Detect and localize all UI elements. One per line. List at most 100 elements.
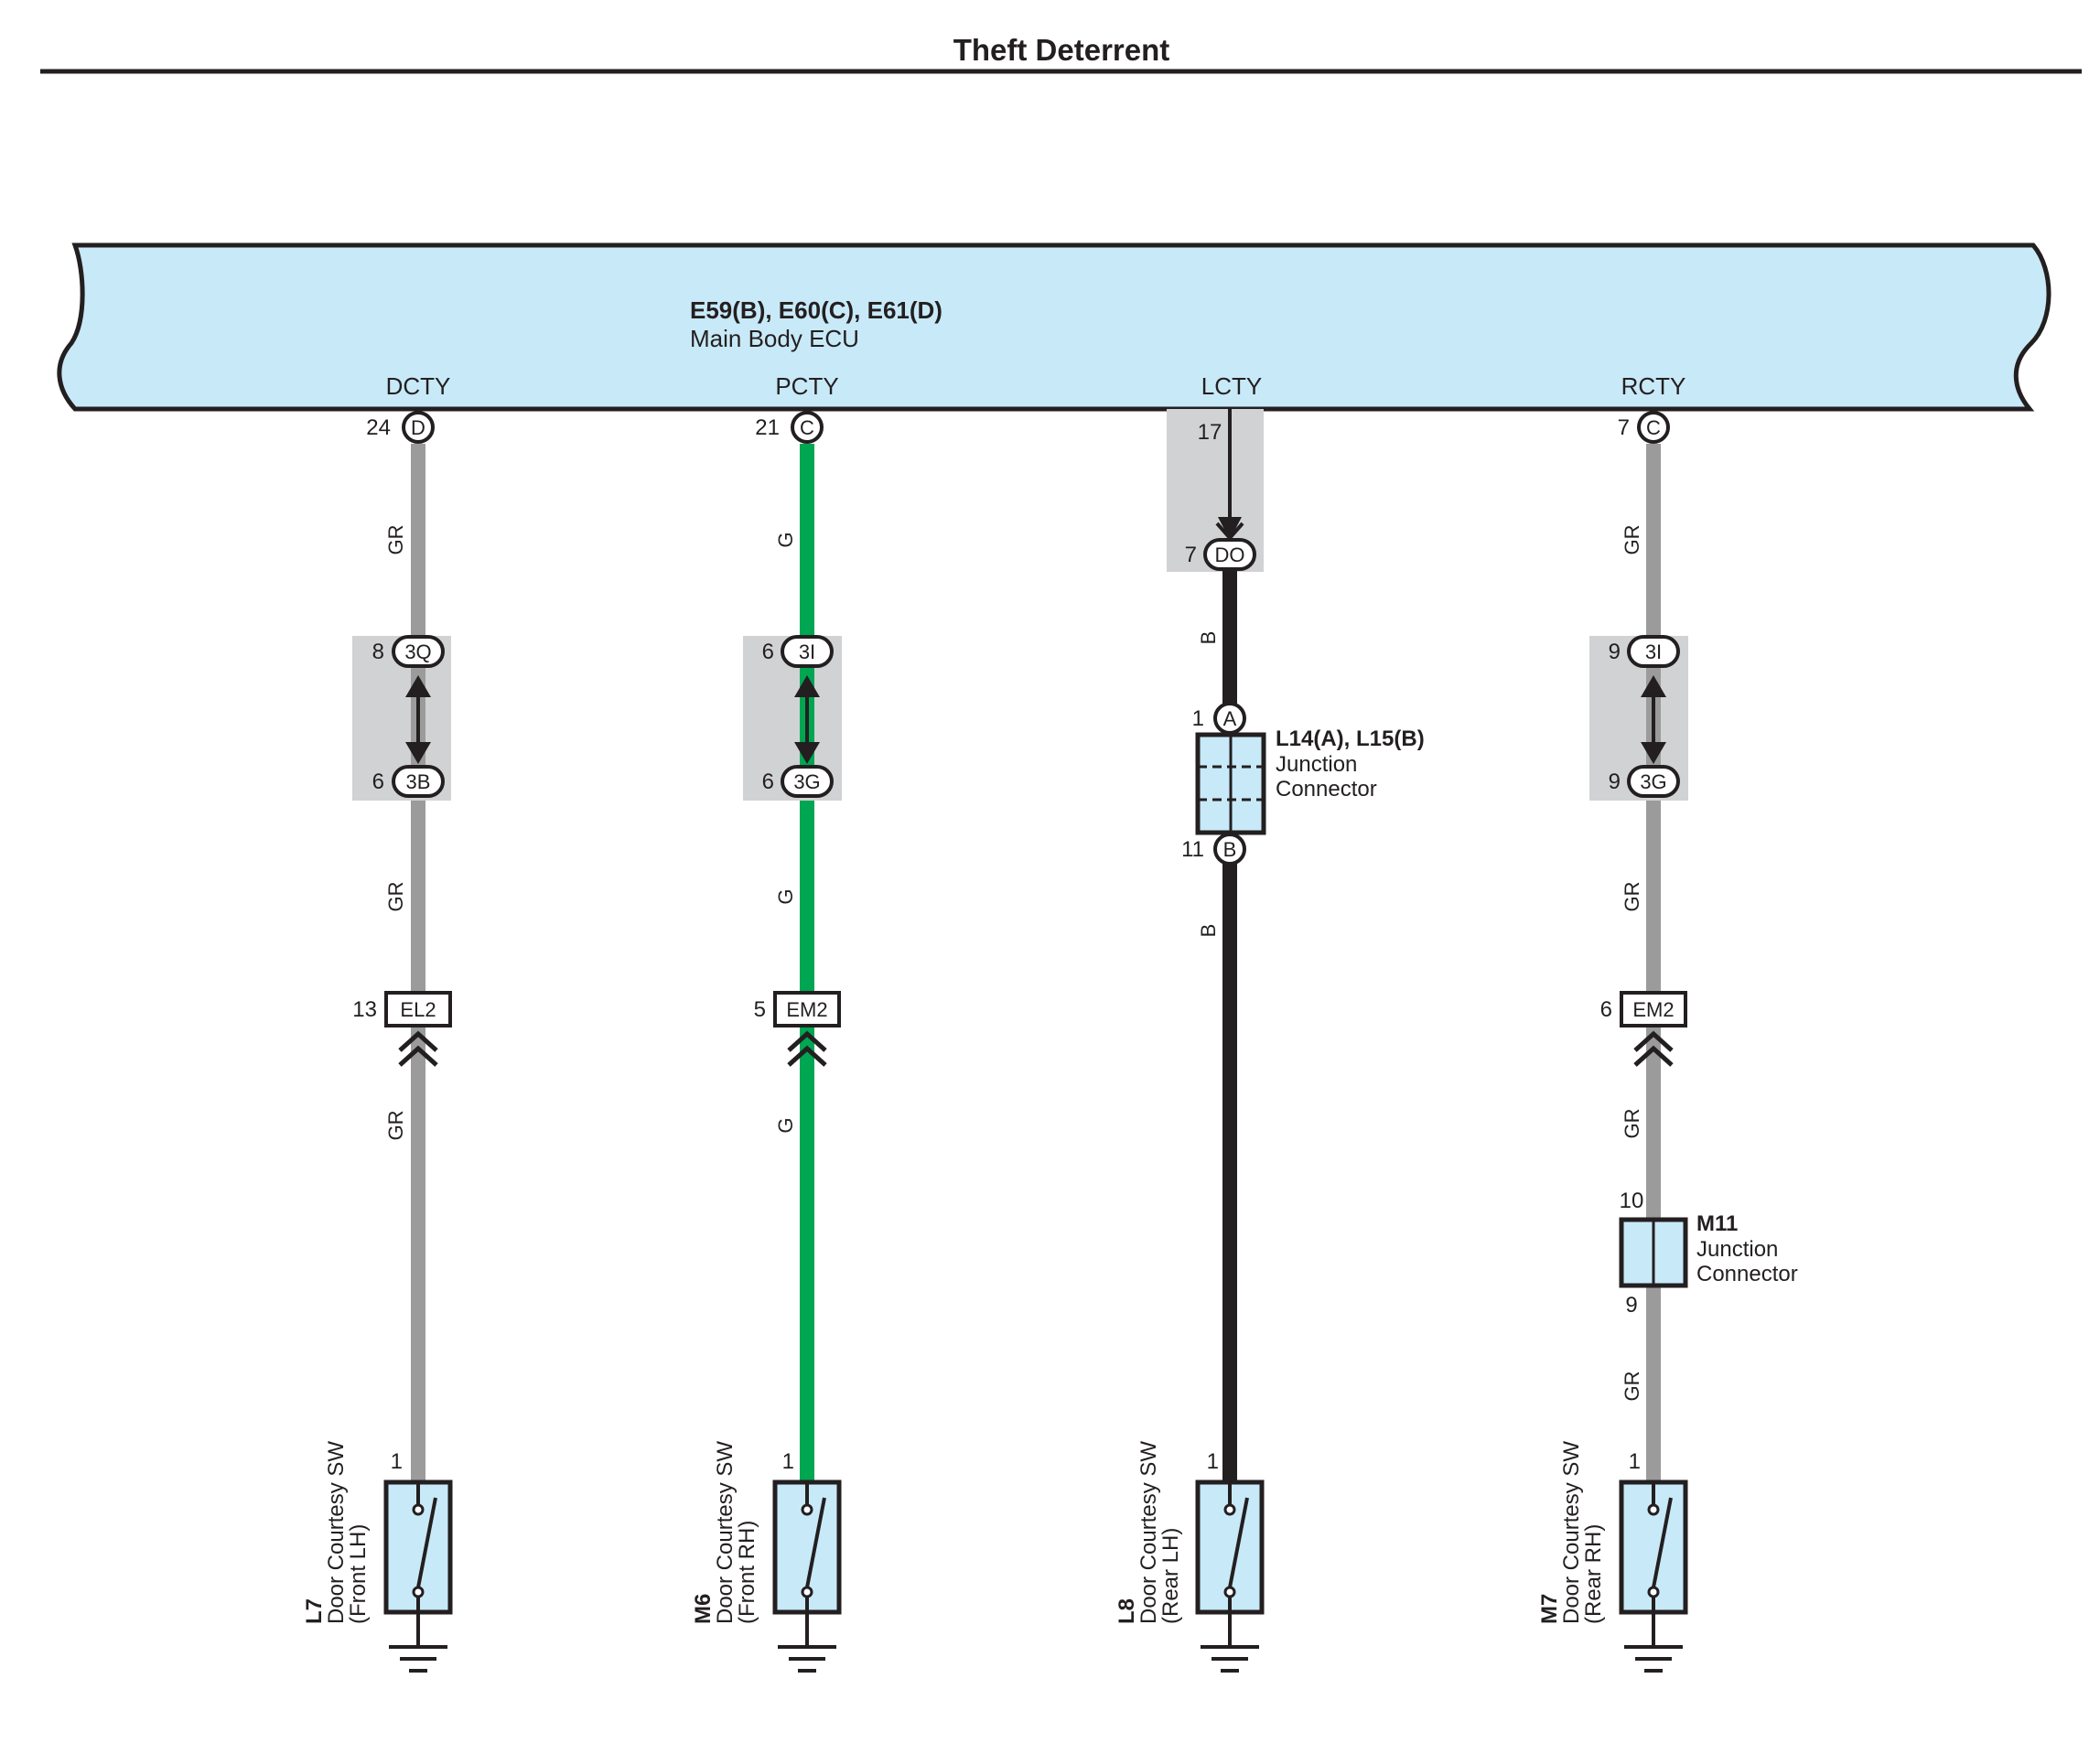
junction-id: M11 <box>1696 1211 1738 1236</box>
inline-connector-id: EL2 <box>400 998 436 1021</box>
connector-id: 3I <box>1645 640 1662 663</box>
connector-pin: 8 <box>372 640 384 664</box>
switch-pin: 1 <box>391 1449 403 1474</box>
ecu-pin-number: 21 <box>755 415 780 440</box>
switch-contact <box>1647 1503 1660 1516</box>
switch-label: M6 Door Courtesy SW (Front RH) <box>691 1441 759 1624</box>
diagram-title: Theft Deterrent <box>953 33 1170 67</box>
switch-contact <box>1223 1503 1236 1516</box>
switch-id: M7 <box>1537 1594 1562 1624</box>
wire-color-label: B <box>1197 631 1220 645</box>
arrow-head-up <box>1641 675 1666 697</box>
junction-name-line2: Connector <box>1276 777 1377 802</box>
circuit-pcty: PCTY C 21 G G G 3I 6 3G 6 EM2 5 1 <box>691 372 842 1673</box>
ground-icon <box>1624 1645 1683 1673</box>
ecu-terminal-label: LCTY <box>1201 372 1262 400</box>
junction-in-pin: 1 <box>1192 706 1204 731</box>
connector-id: DO <box>1215 543 1245 566</box>
switch-contact <box>801 1586 813 1598</box>
switch-blade <box>1228 1497 1249 1588</box>
junction-name-line1: Junction <box>1276 752 1357 777</box>
ecu-terminal-label: RCTY <box>1621 372 1686 400</box>
inline-connector-id: EM2 <box>786 998 827 1021</box>
ecu-terminal-label: DCTY <box>386 372 451 400</box>
switch-contact <box>1223 1586 1236 1598</box>
switch-id: L7 <box>302 1598 327 1624</box>
switch-label: L8 Door Courtesy SW (Rear LH) <box>1115 1441 1183 1624</box>
connector-pin: 9 <box>1609 769 1621 794</box>
connector-pill <box>1627 765 1680 798</box>
switch-blade <box>1652 1497 1673 1588</box>
connector-pin: 7 <box>1185 543 1197 567</box>
ecu-pin-number: 24 <box>366 415 391 440</box>
ground-icon <box>1201 1645 1259 1673</box>
circuit-rcty: RCTY C 7 GR GR GR GR 3I 9 3G 9 EM2 6 10 … <box>1537 372 1798 1673</box>
switch-name: Door Courtesy SW <box>713 1441 738 1624</box>
connector-pill <box>1627 635 1680 668</box>
switch-position: (Front RH) <box>735 1521 759 1624</box>
switch-name: Door Courtesy SW <box>1136 1441 1161 1624</box>
connector-id: 3G <box>1640 770 1666 793</box>
circuit-lcty: LCTY 17 DO 7 B B A 1 B 11 L14(A), L15(B)… <box>1115 372 1425 1673</box>
ecu-connector-circle <box>791 411 824 444</box>
wire-color-label: G <box>774 532 797 547</box>
wire-color-label: GR <box>1621 1372 1643 1402</box>
connector-pin: 6 <box>762 769 774 794</box>
wire-color-label: GR <box>384 882 407 912</box>
ecu-connector-letter: C <box>800 416 814 439</box>
switch-label: M7 Door Courtesy SW (Rear RH) <box>1537 1441 1606 1624</box>
inline-connector-pin: 6 <box>1600 997 1612 1022</box>
inline-connector <box>773 991 841 1028</box>
wire-color-label: B <box>1197 924 1220 938</box>
junction-out-letter: B <box>1223 838 1237 861</box>
circuit-dcty: DCTY D 24 GR GR GR 3Q 8 3B 6 EL2 13 1 <box>302 372 453 1673</box>
ground-icon <box>389 1645 447 1673</box>
switch-blade <box>805 1497 826 1588</box>
ecu-connector-ids: E59(B), E60(C), E61(D) <box>690 296 942 324</box>
connector-id: 3I <box>799 640 815 663</box>
switch-pin: 1 <box>782 1449 794 1474</box>
chevron-icon <box>398 1030 438 1067</box>
switch-contact <box>1647 1586 1660 1598</box>
ecu-connector-letter: D <box>411 416 425 439</box>
wire-color-label: GR <box>384 525 407 555</box>
wire-color-label: G <box>774 888 797 904</box>
arrow-head-down <box>1218 517 1242 540</box>
junction-out-circle <box>1213 833 1246 866</box>
arrow-head-down <box>1641 742 1666 764</box>
inline-connector-id: EM2 <box>1632 998 1674 1021</box>
junction-in-letter: A <box>1223 707 1237 730</box>
ecu-connector-circle <box>402 411 435 444</box>
chevron-icon <box>1633 1030 1674 1067</box>
junction-out-pin: 11 <box>1181 837 1204 862</box>
switch-position: (Rear RH) <box>1581 1524 1606 1624</box>
inline-connector-pin: 5 <box>754 997 766 1022</box>
inline-connector-pin: 13 <box>352 997 377 1022</box>
arrow-head-up <box>794 675 820 697</box>
switch-blade <box>416 1497 437 1588</box>
arrow-head-down <box>794 742 820 764</box>
switch-id: L8 <box>1115 1598 1139 1624</box>
connector-id: 3Q <box>404 640 431 663</box>
ecu-pin-number: 17 <box>1198 420 1222 445</box>
connector-pill <box>781 765 834 798</box>
connector-pin: 6 <box>372 769 384 794</box>
wire-color-label: GR <box>1621 525 1643 555</box>
junction-name-line2: Connector <box>1696 1262 1798 1286</box>
switch-position: (Front LH) <box>346 1524 371 1624</box>
arrow-head-up <box>405 675 431 697</box>
junction-in-pin: 10 <box>1620 1189 1644 1213</box>
ecu-pin-number: 7 <box>1618 415 1630 440</box>
junction-name-line1: Junction <box>1696 1237 1778 1262</box>
inline-connector <box>1620 991 1687 1028</box>
chevron-icon <box>787 1030 827 1067</box>
switch-pin: 1 <box>1629 1449 1641 1474</box>
wire-color-label: GR <box>384 1111 407 1141</box>
connector-pin: 9 <box>1609 640 1621 664</box>
junction-id: L14(A), L15(B) <box>1276 726 1425 751</box>
connector-id: 3B <box>406 770 431 793</box>
arrow-head-down <box>405 742 431 764</box>
switch-pin: 1 <box>1207 1449 1219 1474</box>
switch-contact <box>412 1586 425 1598</box>
